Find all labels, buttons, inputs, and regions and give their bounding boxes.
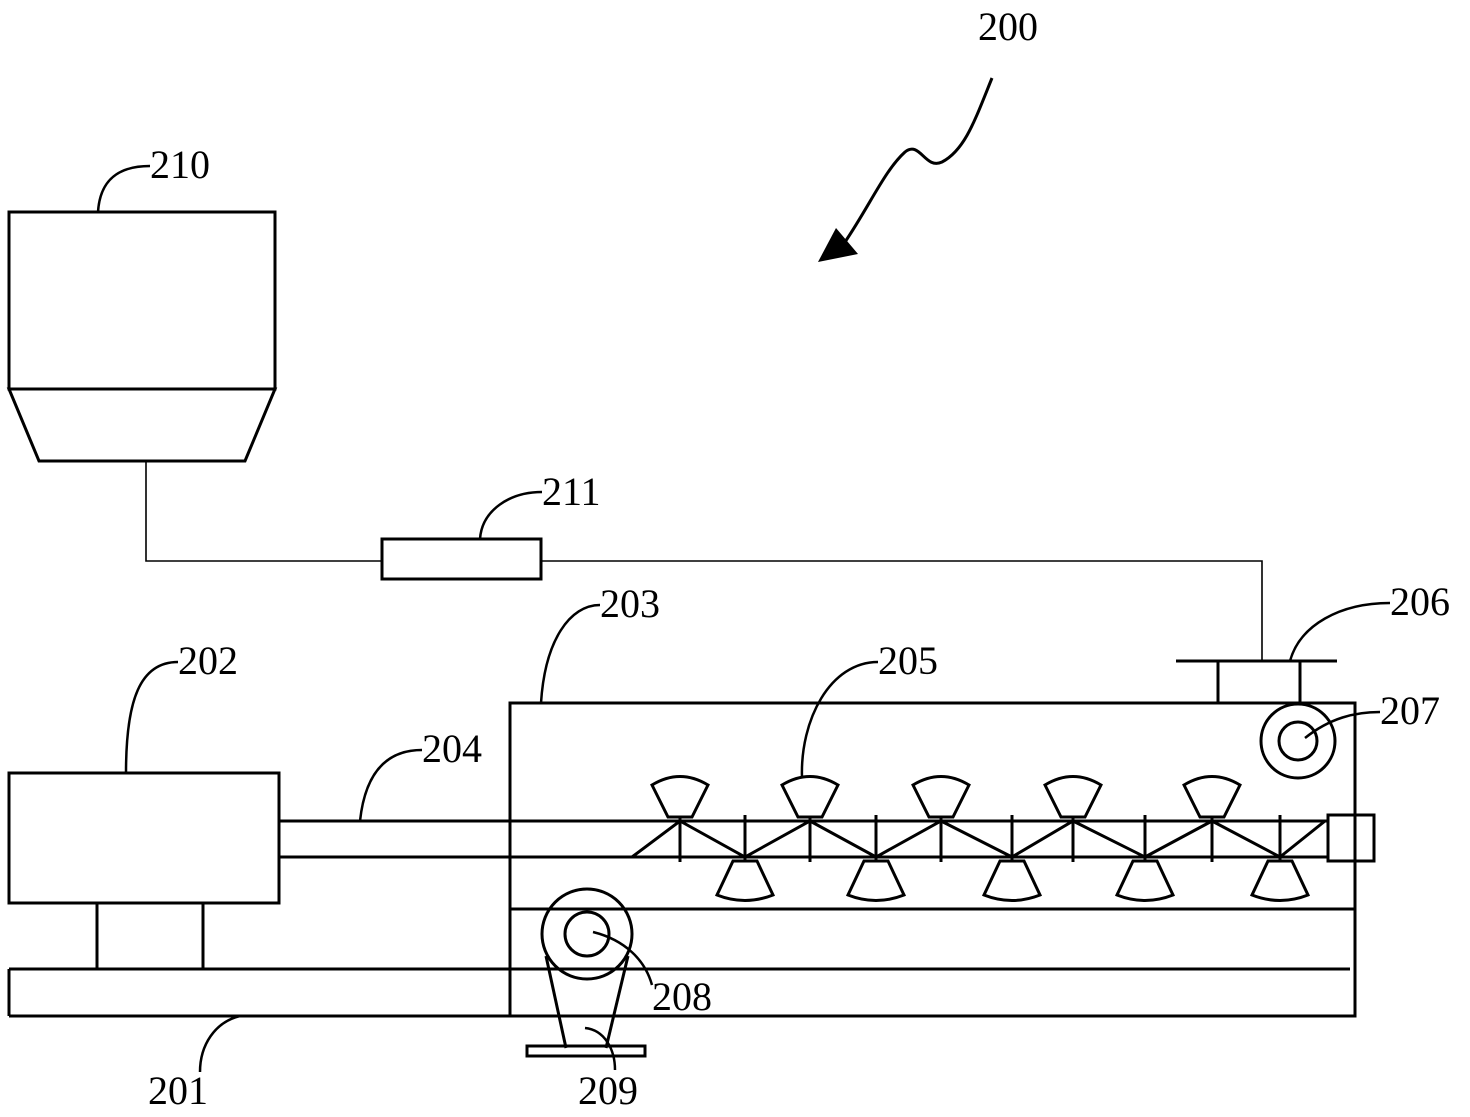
label-202: 202 [178, 638, 238, 683]
leader-211 [478, 490, 543, 540]
blade-lower-1 [714, 859, 776, 902]
leader-210 [96, 164, 151, 213]
motor [7, 771, 281, 969]
blade-lower-5 [1249, 859, 1311, 902]
leader-204 [358, 748, 423, 822]
label-211: 211 [542, 469, 601, 514]
label-203: 203 [600, 581, 660, 626]
blades [631, 775, 1326, 902]
leader-208 [592, 930, 654, 986]
blade-lower-4 [1114, 859, 1176, 902]
blade-upper-2 [780, 775, 840, 819]
wheel-bottom [540, 887, 634, 1049]
label-207: 207 [1380, 688, 1440, 733]
wheel-top [1259, 702, 1337, 780]
leader-206 [1288, 601, 1391, 662]
leader-202 [124, 660, 179, 774]
blade-zigzag [631, 819, 1326, 859]
hopper [6, 210, 278, 463]
feed-pipe-2 [541, 560, 1263, 661]
base [7, 967, 1350, 1018]
label-200: 200 [978, 4, 1038, 49]
blade-upper-5 [1182, 775, 1242, 819]
blade-upper-3 [911, 775, 971, 819]
label-205: 205 [878, 638, 938, 683]
blade-lower-3 [981, 859, 1043, 902]
label-209: 209 [578, 1068, 638, 1113]
leader-205 [800, 660, 879, 779]
feed-pipe [145, 461, 382, 562]
label-201: 201 [148, 1068, 208, 1113]
label-210: 210 [150, 142, 210, 187]
leader-201 [198, 1014, 241, 1073]
blade-lower-2 [845, 859, 907, 902]
system-arrow-line [843, 77, 994, 243]
blade-upper-1 [650, 775, 710, 819]
blade-upper-4 [1043, 775, 1103, 819]
label-204: 204 [422, 726, 482, 771]
bracket [1176, 659, 1337, 703]
label-206: 206 [1390, 579, 1450, 624]
label-208: 208 [652, 974, 712, 1019]
shaft [279, 813, 1376, 863]
system-arrowhead [818, 228, 858, 262]
leader-203 [539, 603, 601, 704]
leader-209 [584, 1026, 617, 1071]
stand [525, 1044, 647, 1058]
leader-207 [1304, 710, 1381, 739]
valve [380, 537, 543, 581]
